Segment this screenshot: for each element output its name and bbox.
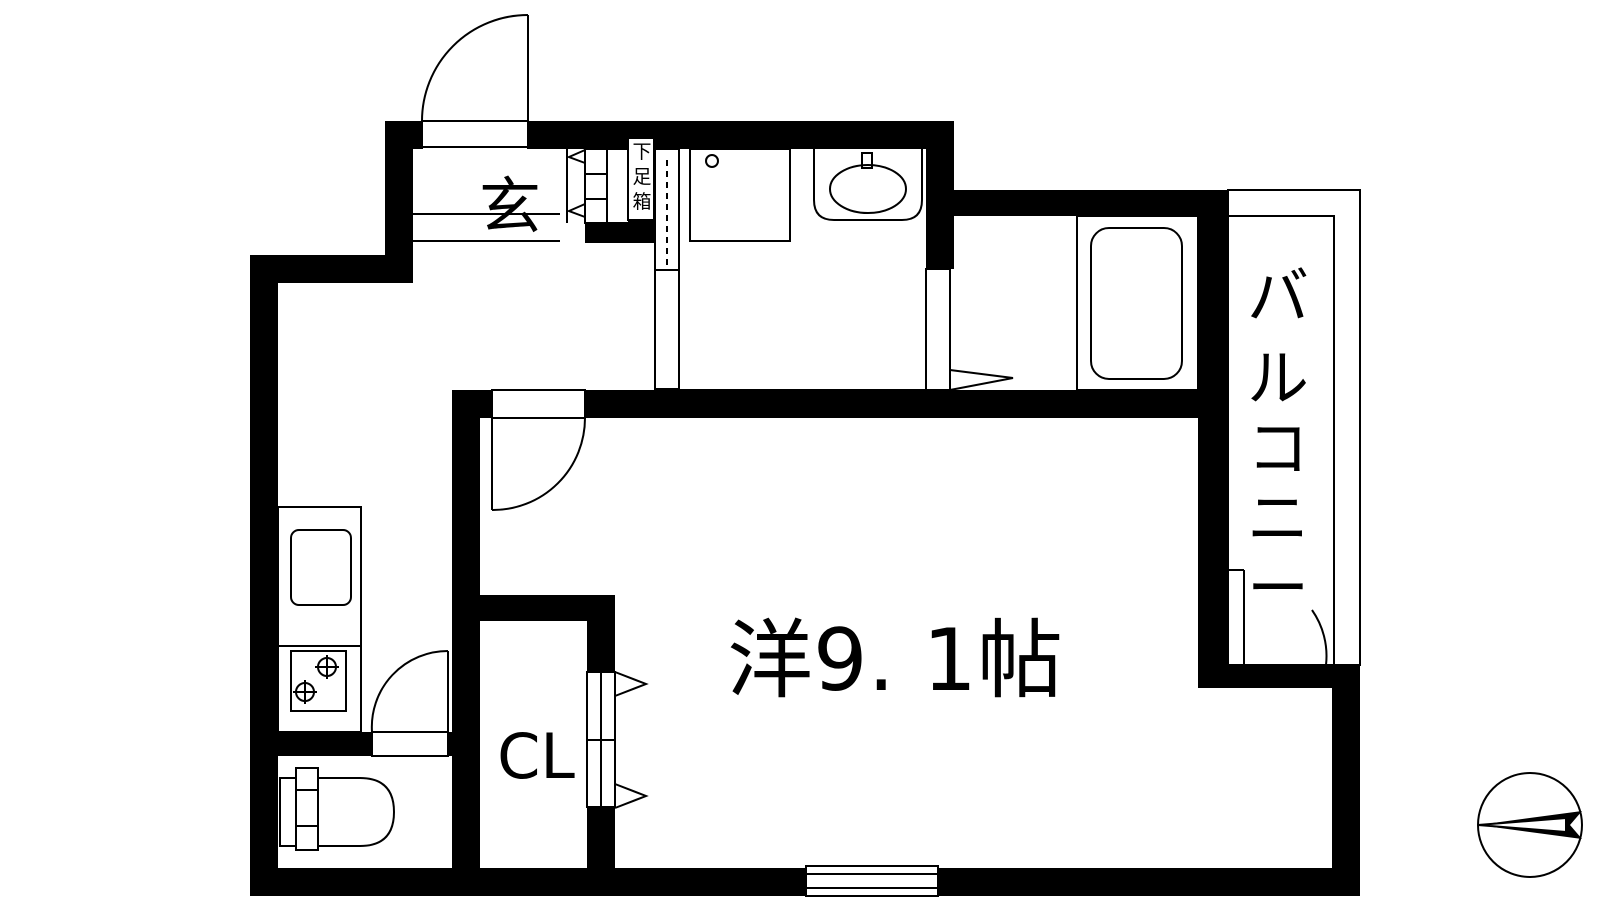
entrance-label: 玄: [479, 170, 541, 243]
shoe-box-char-1: 下: [632, 141, 651, 163]
shoe-box-char-3: 箱: [632, 191, 651, 213]
walls: [250, 121, 1360, 896]
kitchen-counter: [277, 506, 362, 733]
sliding-partition: [654, 148, 680, 390]
shoe-box-char-2: 足: [632, 166, 651, 188]
entrance-door: [421, 14, 529, 148]
toilet-door: [370, 649, 449, 757]
room-door: [491, 389, 586, 512]
balcony-char-1: バ: [1247, 260, 1309, 333]
compass-icon: [1477, 772, 1583, 878]
balcony-char-5: ー: [1247, 552, 1309, 625]
closet-label: CL: [497, 720, 575, 793]
entrance-floor: [413, 149, 586, 242]
window: [805, 865, 939, 897]
bathtub: [1076, 215, 1199, 391]
balcony-char-2: ル: [1247, 342, 1309, 415]
balcony-char-4: ニ: [1247, 482, 1309, 555]
main-room-label: 洋9. 1帖: [727, 611, 1063, 711]
shoe-cabinet: [584, 137, 655, 224]
sink: [290, 529, 352, 606]
shoe-box-label: 下 足 箱: [632, 141, 651, 213]
balcony-char-3: コ: [1247, 412, 1309, 485]
washing-machine-area: [689, 148, 791, 242]
gas-stove: [290, 650, 347, 712]
bath-door: [925, 268, 1014, 391]
balcony: [1227, 189, 1361, 666]
wash-basin: [813, 149, 923, 221]
closet-doors: [586, 671, 649, 809]
balcony-label: バ ル コ ニ ー: [1247, 260, 1309, 625]
toilet: [279, 767, 396, 851]
